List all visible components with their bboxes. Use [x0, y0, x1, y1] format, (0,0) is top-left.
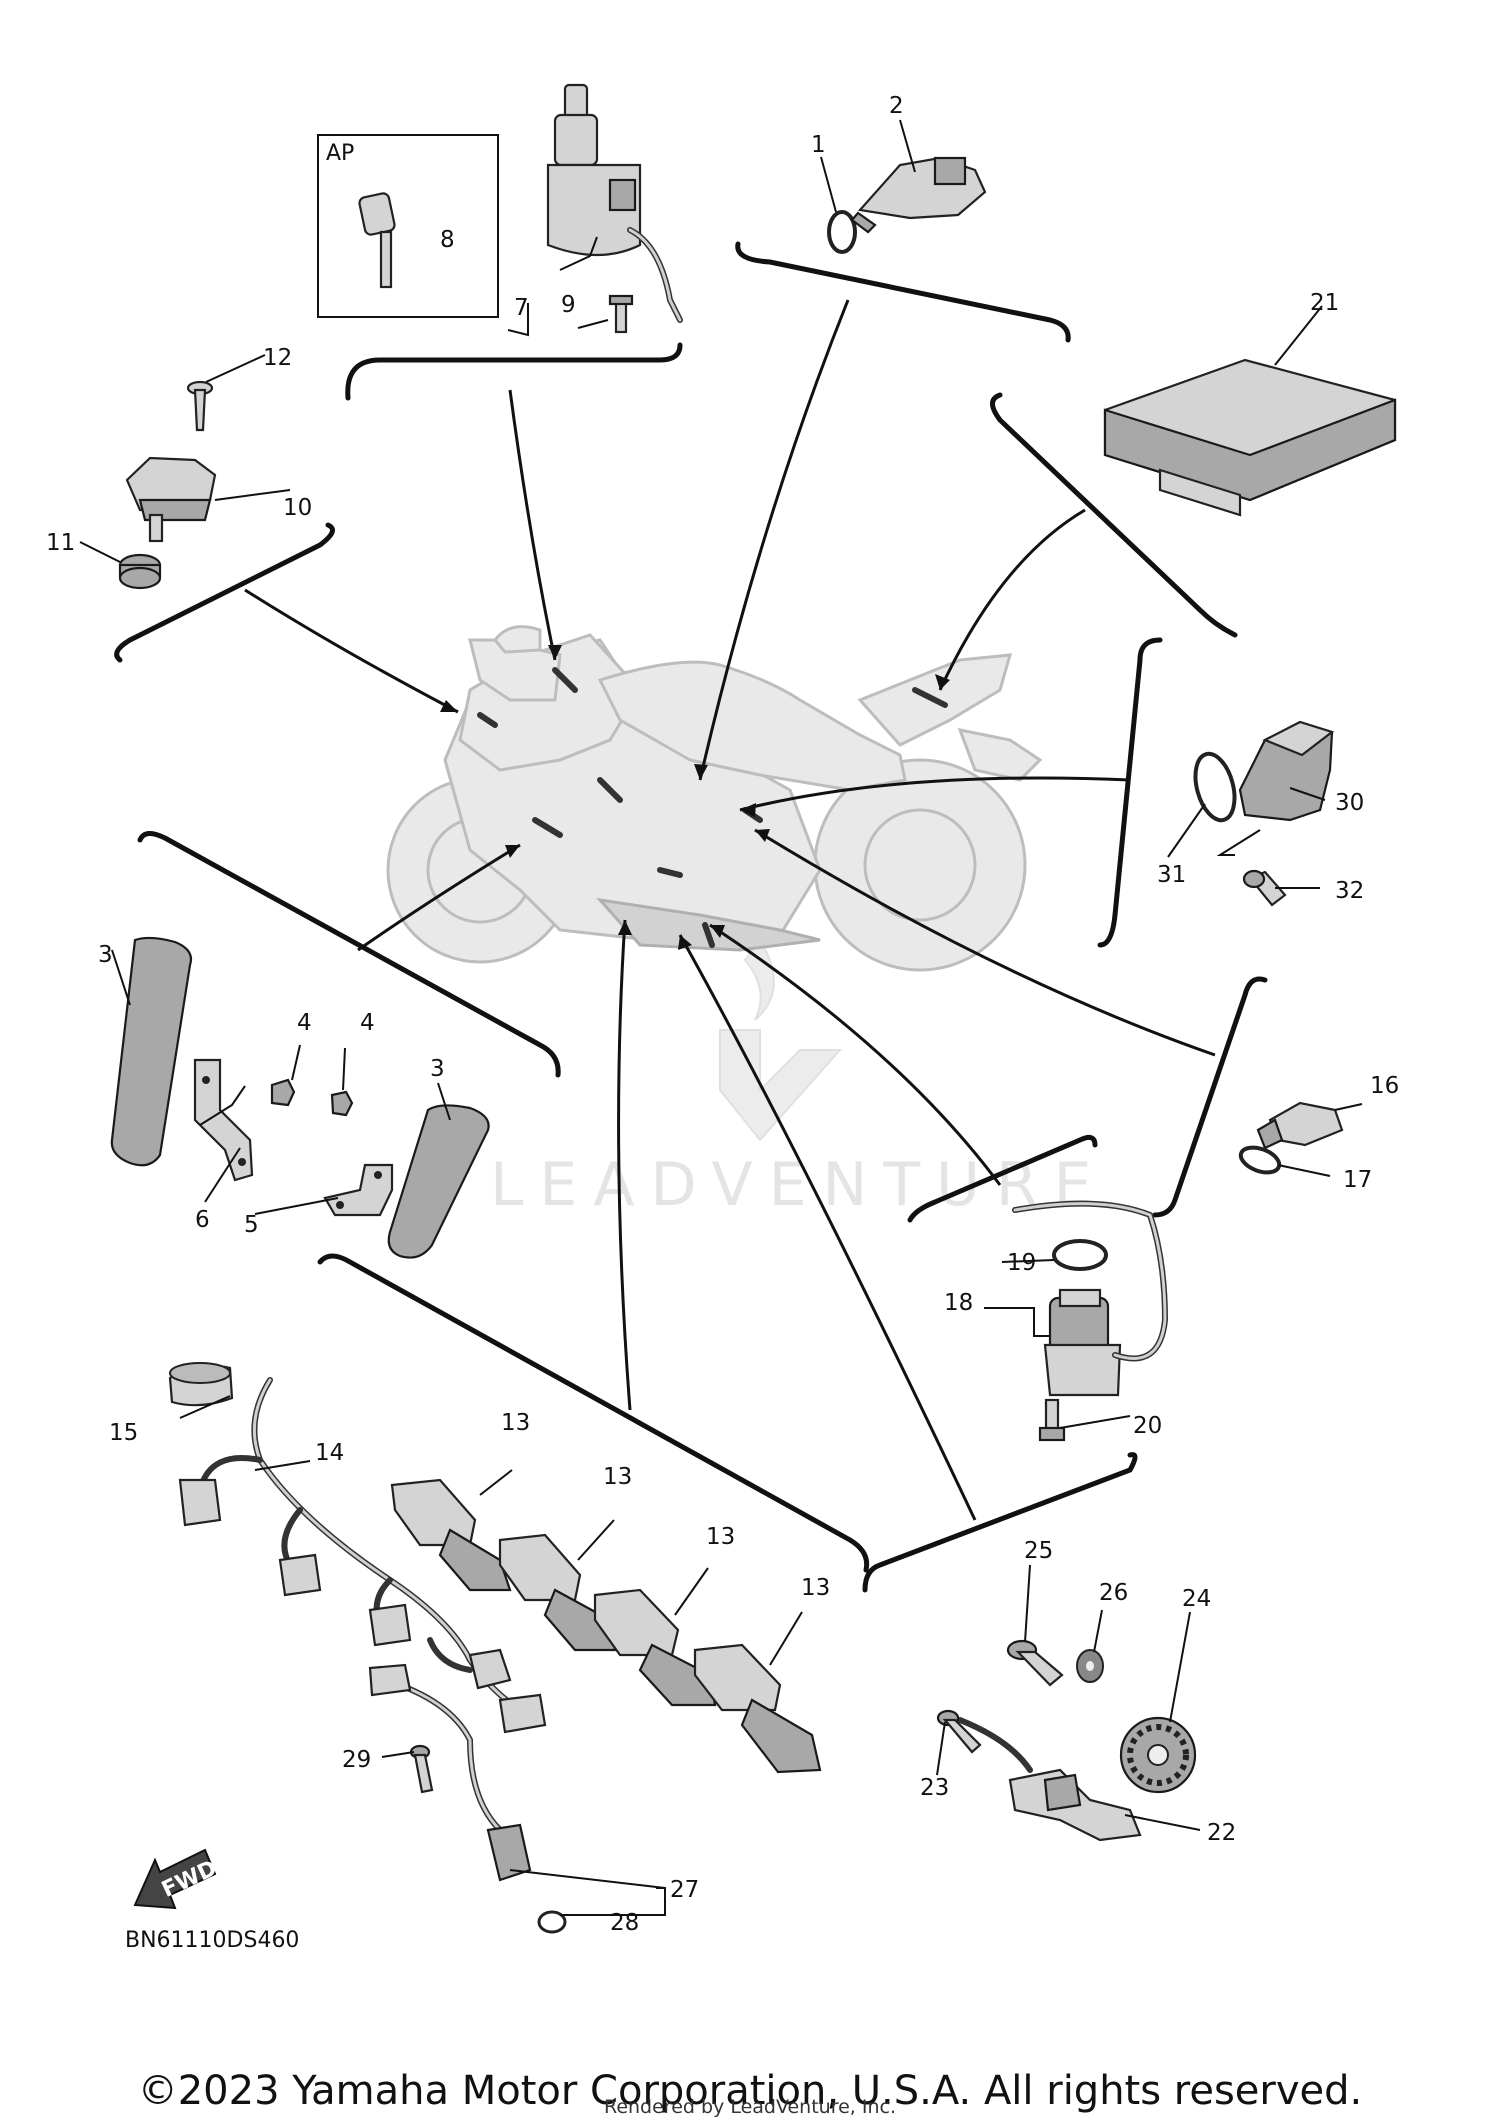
callout-6: 6: [195, 1207, 210, 1233]
part-band-15: [168, 1362, 234, 1407]
diagram-code: BN61110DS460: [125, 1928, 299, 1953]
part-main-switch: [546, 83, 683, 323]
callout-3b: 3: [430, 1056, 445, 1082]
copyright-notice: ©2023 Yamaha Motor Corporation, U.S.A. A…: [137, 2068, 1363, 2114]
part-bracket-5: [323, 1163, 394, 1217]
callout-13b: 13: [603, 1464, 632, 1490]
callout-4a: 4: [297, 1010, 312, 1036]
callout-23: 23: [920, 1775, 949, 1801]
part-sensor-10: [125, 456, 217, 543]
callout-1: 1: [811, 132, 826, 158]
callout-12: 12: [263, 345, 292, 371]
fwd-arrow-icon: FWD: [133, 1848, 221, 1910]
callout-7: 7: [514, 295, 529, 321]
callout-24: 24: [1182, 1586, 1211, 1612]
callout-3a: 3: [98, 942, 113, 968]
inset-box: [317, 134, 499, 318]
callout-30: 30: [1335, 790, 1364, 816]
part-o-ring-19: [1052, 1239, 1108, 1271]
callout-18: 18: [944, 1290, 973, 1316]
callout-13c: 13: [706, 1524, 735, 1550]
part-bolt-29: [409, 1744, 434, 1794]
part-o-ring-28: [537, 1910, 567, 1934]
part-harness-14: [178, 1377, 547, 1734]
leadventure-logo-icon: [719, 938, 843, 1142]
part-bolt-25: [1006, 1639, 1064, 1687]
part-sensor-27: [368, 1663, 532, 1882]
callout-31: 31: [1157, 862, 1186, 888]
part-ecu-21: [1103, 358, 1397, 517]
part-o-ring-31: [1193, 751, 1237, 823]
part-ignition-coil-13d: [693, 1643, 822, 1774]
inset-ap: AP: [317, 134, 499, 318]
part-nut-4a: [270, 1078, 296, 1107]
rendered-by-notice: Rendered by LeadVenture, Inc.: [603, 2096, 897, 2118]
callout-10: 10: [283, 495, 312, 521]
inset-label: AP: [326, 141, 354, 166]
part-bolt-23: [936, 1709, 982, 1754]
part-ignition-coil-13c: [593, 1588, 717, 1707]
callout-numbers: 1 2 3 3 4 4 5 6 7 8 9 10 11 12 13 13 13 …: [46, 93, 1399, 1936]
callout-22: 22: [1207, 1820, 1236, 1846]
callout-5: 5: [244, 1212, 259, 1238]
reference-brackets: [114, 241, 1268, 1593]
callout-13a: 13: [501, 1410, 530, 1436]
callout-9: 9: [561, 292, 576, 318]
callout-2: 2: [889, 93, 904, 119]
part-bolt-32: [1242, 869, 1287, 907]
part-nut-4b: [330, 1090, 354, 1117]
part-sensor-2: [850, 156, 987, 234]
part-gear-24: [1119, 1716, 1197, 1794]
watermark: LEADVENTURE: [490, 938, 1108, 1220]
callout-27: 27: [670, 1877, 699, 1903]
part-o-ring-1: [827, 210, 857, 254]
callout-4b: 4: [360, 1010, 375, 1036]
part-sensor-30: [1238, 720, 1335, 822]
leader-lines: [79, 119, 1363, 1916]
part-sensor-16: [1256, 1101, 1344, 1150]
callout-19: 19: [1007, 1250, 1036, 1276]
part-ignition-coil-13a: [390, 1478, 512, 1592]
callout-15: 15: [109, 1420, 138, 1446]
part-screw-9: [608, 294, 634, 334]
watermark-text: LEADVENTURE: [490, 1150, 1108, 1220]
callout-20: 20: [1133, 1413, 1162, 1439]
part-reflector-3a: [110, 936, 193, 1167]
part-screw-12: [186, 380, 214, 432]
callout-8: 8: [440, 227, 455, 253]
part-grommet-11: [118, 553, 162, 590]
callout-16: 16: [1370, 1073, 1399, 1099]
part-washer-26: [1076, 1649, 1104, 1683]
callout-26: 26: [1099, 1580, 1128, 1606]
reference-arrows: [244, 299, 1216, 1521]
part-ignition-coil-13b: [498, 1533, 617, 1652]
part-key-blank: [358, 192, 396, 289]
part-reflector-3b: [387, 1104, 490, 1259]
callout-25: 25: [1024, 1538, 1053, 1564]
callout-17: 17: [1343, 1167, 1372, 1193]
callout-13d: 13: [801, 1575, 830, 1601]
part-sensor-18: [1012, 1200, 1169, 1397]
callout-14: 14: [315, 1440, 344, 1466]
callout-29: 29: [342, 1747, 371, 1773]
part-bracket-6: [193, 1058, 254, 1182]
callout-32: 32: [1335, 878, 1364, 904]
callout-11: 11: [46, 530, 75, 556]
callout-21: 21: [1310, 290, 1339, 316]
part-washer-17: [1238, 1145, 1282, 1175]
part-bolt-20: [1038, 1398, 1066, 1442]
part-sensor-22: [957, 1717, 1142, 1842]
callout-28: 28: [610, 1910, 639, 1936]
